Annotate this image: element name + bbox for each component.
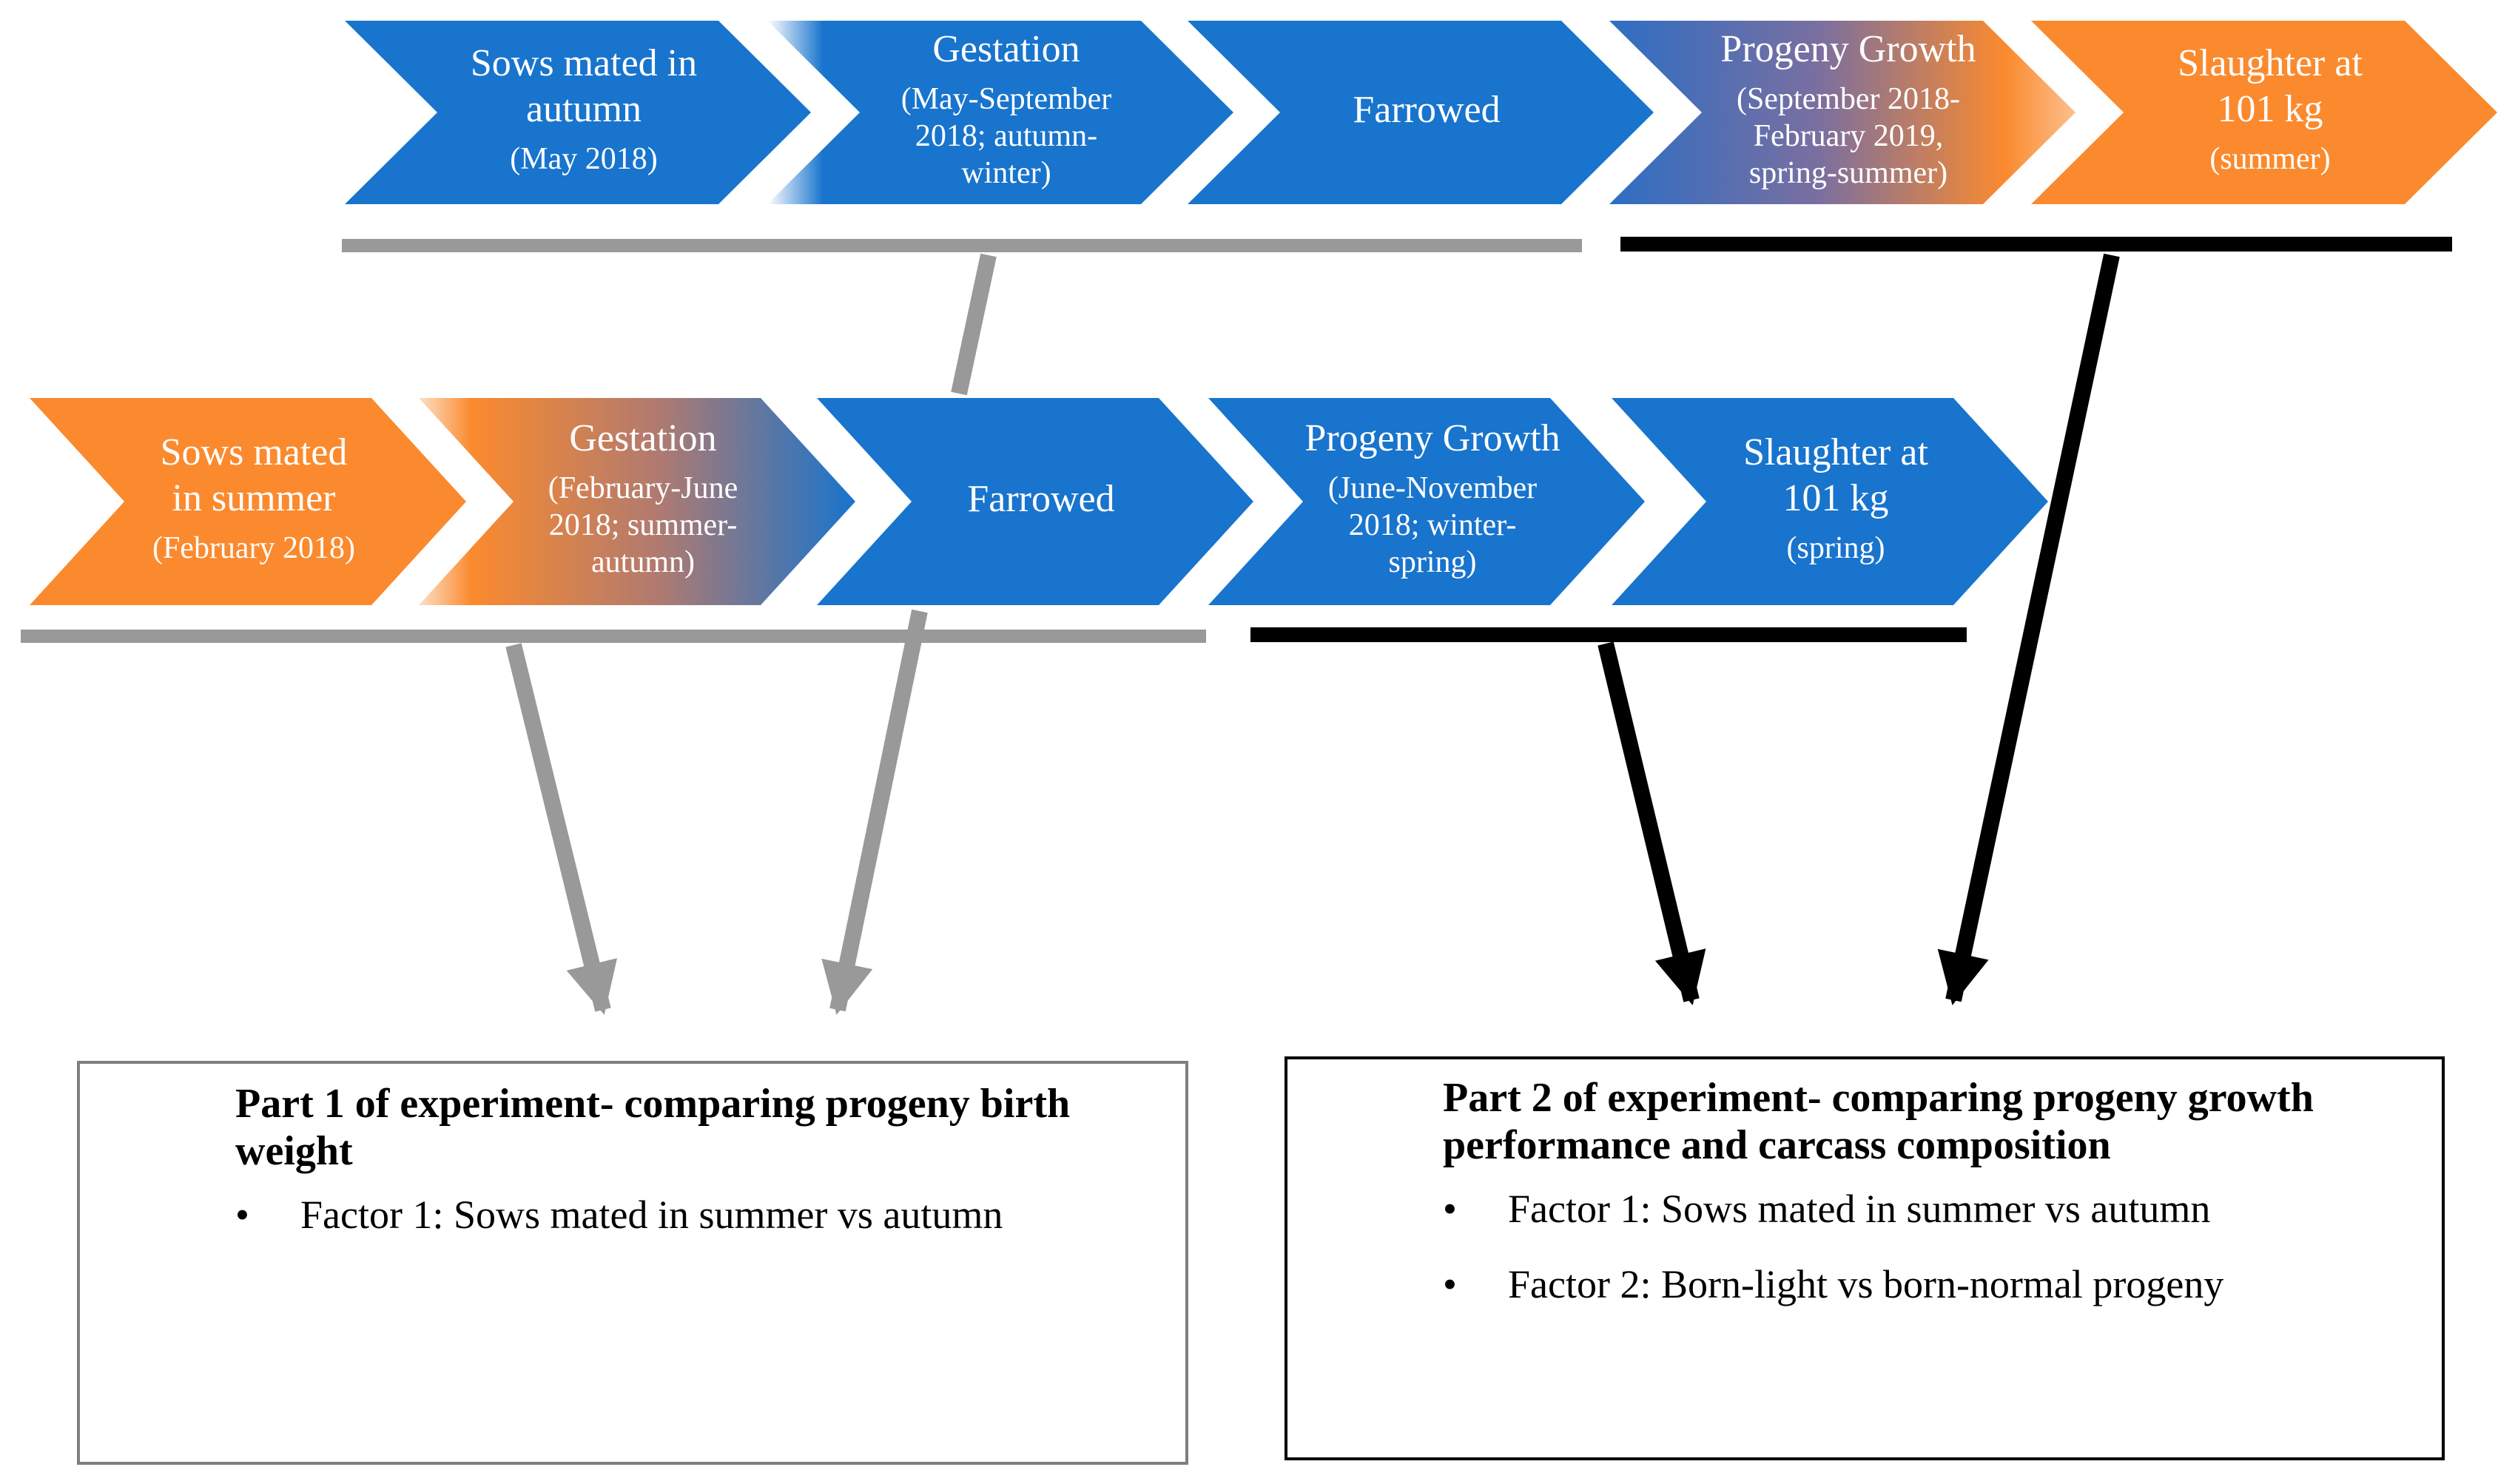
top-row-chevron-1-label: Sows mated in — [471, 42, 697, 84]
top-row-chevron-4 — [1609, 21, 2075, 204]
bottom-row-chevron-1 — [30, 398, 466, 605]
top-row-chevron-2-label: Gestation — [932, 28, 1080, 70]
part2-title-line2: performance and carcass composition — [1443, 1122, 2111, 1168]
bottom-row-chevron-5-sublabel: (spring) — [1787, 531, 1885, 565]
top-row-chevron-2-sublabel: (May-September — [901, 82, 1112, 116]
bottom-row-chevron-2-label: Gestation — [569, 417, 716, 459]
part1-factor-1: • Factor 1: Sows mated in summer vs autu… — [235, 1191, 1185, 1238]
part1-factor-list: • Factor 1: Sows mated in summer vs autu… — [235, 1191, 1185, 1238]
black-arrow-right — [1937, 253, 2120, 1005]
top-row-chevron-2-sublabel: winter) — [961, 156, 1051, 190]
bottom-row-chevron-3-label: Farrowed — [967, 478, 1114, 520]
top-row-chevron-4-sublabel: February 2019, — [1754, 119, 1944, 153]
top-row-chevron-2-sublabel: 2018; autumn- — [915, 119, 1097, 153]
top-row-chevron-4-sublabel: spring-summer) — [1749, 156, 1947, 190]
bottom-row-chevron-5-label: Slaughter at — [1743, 431, 1928, 473]
top-row-chevron-1 — [345, 21, 811, 204]
part1-title-line2: weight — [235, 1128, 353, 1174]
top-row-chevron-4-label: Progeny Growth — [1720, 28, 1976, 70]
part2-factor-1-text: Factor 1: Sows mated in summer vs autumn — [1508, 1187, 2211, 1231]
bullet-icon: • — [235, 1193, 249, 1237]
bottom-row-chevron-2-sublabel: autumn) — [591, 545, 695, 579]
part1-factor-1-text: Factor 1: Sows mated in summer vs autumn — [300, 1193, 1003, 1237]
bullet-icon: • — [1443, 1187, 1457, 1231]
top-row-chevron-3-label: Farrowed — [1353, 89, 1500, 131]
top-row-chevron-1-label: autumn — [526, 88, 642, 130]
bottom-row-chevron-4-sublabel: (June-November — [1328, 471, 1537, 505]
bottom-row-chevron-4-sublabel: 2018; winter- — [1349, 508, 1517, 542]
top-row-chevron-3 — [1188, 21, 1654, 204]
bottom-row-chevron-2-sublabel: (February-June — [548, 471, 738, 505]
grey-arrow-right — [821, 609, 928, 1015]
part1-title-line1: Part 1 of experiment- comparing progeny … — [235, 1081, 1071, 1127]
bottom-row-chevron-2 — [419, 398, 855, 605]
grey-connector-line — [951, 253, 997, 396]
bottom-row-chevron-4-sublabel: spring) — [1389, 545, 1477, 579]
top-row-chevron-2 — [767, 21, 1233, 204]
top-row-chevron-5-sublabel: (summer) — [2209, 142, 2330, 176]
part2-title: Part 2 of experiment- comparing progeny … — [1443, 1074, 2442, 1169]
bottom-row-chevron-4 — [1208, 398, 1645, 605]
top-row-chevron-4-sublabel: (September 2018- — [1737, 82, 1960, 116]
part2-factor-2-text: Factor 2: Born-light vs born-normal prog… — [1508, 1262, 2224, 1306]
part2-factor-list: • Factor 1: Sows mated in summer vs autu… — [1443, 1185, 2442, 1308]
bottom-row-chevron-1-label: in summer — [172, 477, 336, 519]
bottom-row-chevron-2-sublabel: 2018; summer- — [549, 508, 738, 542]
bottom-row-chevron-4-label: Progeny Growth — [1304, 417, 1560, 459]
part2-factor-1: • Factor 1: Sows mated in summer vs autu… — [1443, 1185, 2442, 1232]
bottom-row-chevron-1-sublabel: (February 2018) — [152, 531, 355, 565]
bottom-row-chevron-5-label: 101 kg — [1783, 477, 1889, 519]
bottom-row-chevron-3 — [817, 398, 1253, 605]
top-row-chevron-1-sublabel: (May 2018) — [510, 142, 657, 176]
bottom-row-chevron-5 — [1612, 398, 2048, 605]
part2-title-line1: Part 2 of experiment- comparing progeny … — [1443, 1075, 2314, 1121]
part1-box: Part 1 of experiment- comparing progeny … — [77, 1061, 1188, 1465]
part1-title: Part 1 of experiment- comparing progeny … — [235, 1080, 1185, 1175]
bottom-row-chevron-1-label: Sows mated — [161, 431, 348, 473]
part2-box: Part 2 of experiment- comparing progeny … — [1285, 1056, 2445, 1460]
part2-factor-2: • Factor 2: Born-light vs born-normal pr… — [1443, 1261, 2442, 1308]
bullet-icon: • — [1443, 1262, 1457, 1306]
black-arrow-left — [1597, 641, 1706, 1005]
top-row-chevron-5-label: 101 kg — [2218, 88, 2323, 130]
top-row-chevron-5-label: Slaughter at — [2178, 42, 2363, 84]
grey-arrow-left — [505, 643, 618, 1015]
top-row-chevron-5 — [2031, 21, 2497, 204]
